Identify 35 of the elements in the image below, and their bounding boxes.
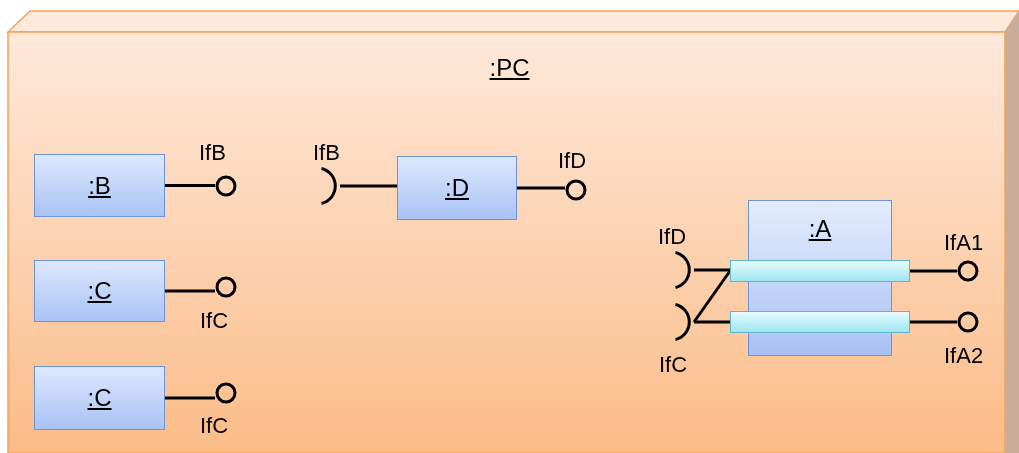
connector-line bbox=[910, 269, 957, 273]
interface-label: IfD bbox=[558, 148, 587, 174]
interface-label: IfB bbox=[313, 140, 340, 166]
interface-label: IfD bbox=[658, 224, 687, 250]
node-title: :PC bbox=[489, 54, 530, 82]
port-bar bbox=[730, 260, 910, 282]
provided-interface-icon bbox=[215, 175, 237, 197]
connector-line bbox=[694, 320, 730, 324]
port-bar bbox=[730, 311, 910, 333]
provided-interface-icon bbox=[215, 382, 237, 404]
interface-label: IfB bbox=[199, 140, 226, 166]
interface-label: IfC bbox=[200, 308, 229, 334]
component-box: :D bbox=[397, 156, 517, 220]
interface-label: IfA2 bbox=[944, 343, 984, 369]
connector-line bbox=[910, 320, 957, 324]
component-box: :B bbox=[34, 154, 165, 217]
connector-line bbox=[165, 396, 215, 400]
connector-line bbox=[692, 270, 732, 323]
required-interface-icon bbox=[674, 303, 694, 341]
provided-interface-icon bbox=[957, 311, 979, 333]
required-interface-icon bbox=[674, 251, 694, 289]
connector-line bbox=[165, 289, 215, 293]
component-box: :C bbox=[34, 366, 165, 430]
interface-label: IfC bbox=[200, 413, 229, 439]
connector-line bbox=[694, 268, 730, 272]
connector-line bbox=[517, 186, 565, 190]
interface-label: IfA1 bbox=[944, 230, 984, 256]
interface-label: IfC bbox=[659, 352, 688, 378]
component-box: :C bbox=[34, 260, 165, 322]
connector-line bbox=[340, 184, 397, 188]
provided-interface-icon bbox=[957, 260, 979, 282]
provided-interface-icon bbox=[215, 276, 237, 298]
provided-interface-icon bbox=[565, 179, 587, 201]
connector-line bbox=[165, 184, 215, 187]
required-interface-icon bbox=[320, 167, 340, 205]
